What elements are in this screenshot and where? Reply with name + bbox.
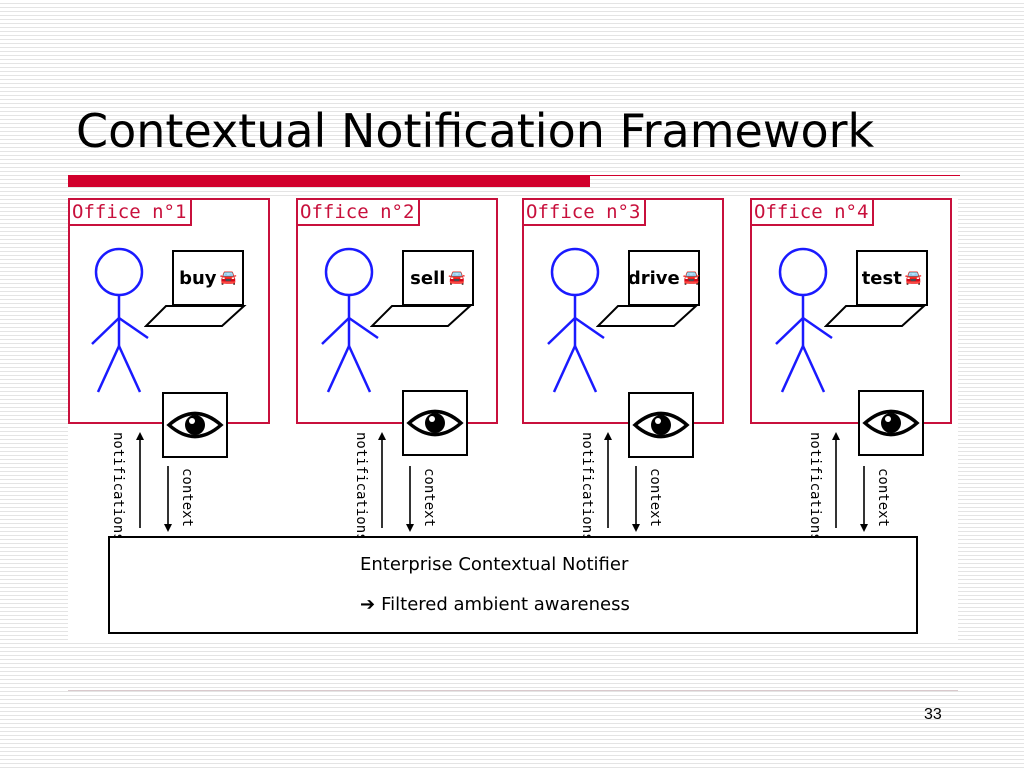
page-number: 33 [924, 706, 942, 723]
context-label: context [647, 468, 663, 528]
office-label: Office n°3 [524, 200, 647, 226]
person-icon [547, 247, 605, 393]
action-label: buy [179, 267, 217, 289]
notifier-subtitle: Filtered ambient awareness [381, 594, 630, 615]
eye-icon [406, 409, 464, 437]
office-label: Office n°4 [752, 200, 875, 226]
car-icon: 🚘 [904, 270, 923, 286]
notifier-subtitle-line: ➔Filtered ambient awareness [360, 594, 630, 615]
laptop-screen: test 🚘 [856, 250, 928, 306]
office-label: Office n°1 [70, 200, 193, 226]
title-accent-bar [68, 175, 590, 187]
notifications-label: notifications [807, 432, 823, 542]
title-underline [590, 175, 960, 176]
laptop-base-icon [824, 305, 927, 327]
laptop-base-icon [144, 305, 247, 327]
car-icon: 🚘 [448, 270, 466, 286]
eye-box-3 [628, 392, 694, 458]
eye-icon [862, 409, 920, 437]
context-label: context [179, 468, 195, 528]
flow-arrows [136, 432, 868, 532]
eye-icon [632, 411, 690, 439]
notifications-label: notifications [110, 432, 126, 542]
laptop-screen: drive 🚘 [628, 250, 700, 306]
right-arrow-icon: ➔ [360, 594, 376, 615]
eye-box-4 [858, 390, 924, 456]
laptop-base-icon [596, 305, 699, 327]
laptop-screen: sell 🚘 [402, 250, 474, 306]
car-icon: 🚘 [682, 270, 701, 286]
context-label: context [875, 468, 891, 528]
footer-divider [68, 690, 958, 691]
person-icon [775, 247, 833, 393]
laptop-screen: buy 🚘 [172, 250, 244, 306]
notifications-label: notifications [353, 432, 369, 542]
diagram: Office n°1 Office n°2 Office n°3 Office … [68, 198, 958, 640]
context-label: context [421, 468, 437, 528]
notifier-title: Enterprise Contextual Notifier [360, 554, 629, 575]
enterprise-notifier-box: Enterprise Contextual Notifier ➔Filtered… [108, 536, 918, 634]
eye-box-2 [402, 390, 468, 456]
laptop-base-icon [370, 305, 473, 327]
action-label: drive [627, 267, 680, 289]
office-label: Office n°2 [298, 200, 421, 226]
notifications-label: notifications [579, 432, 595, 542]
action-label: sell [410, 267, 446, 289]
eye-icon [166, 411, 224, 439]
car-icon: 🚘 [219, 270, 237, 286]
person-icon [91, 247, 149, 393]
slide-title: Contextual Notification Framework [76, 104, 875, 158]
person-icon [321, 247, 379, 393]
action-label: test [861, 267, 902, 289]
eye-box-1 [162, 392, 228, 458]
